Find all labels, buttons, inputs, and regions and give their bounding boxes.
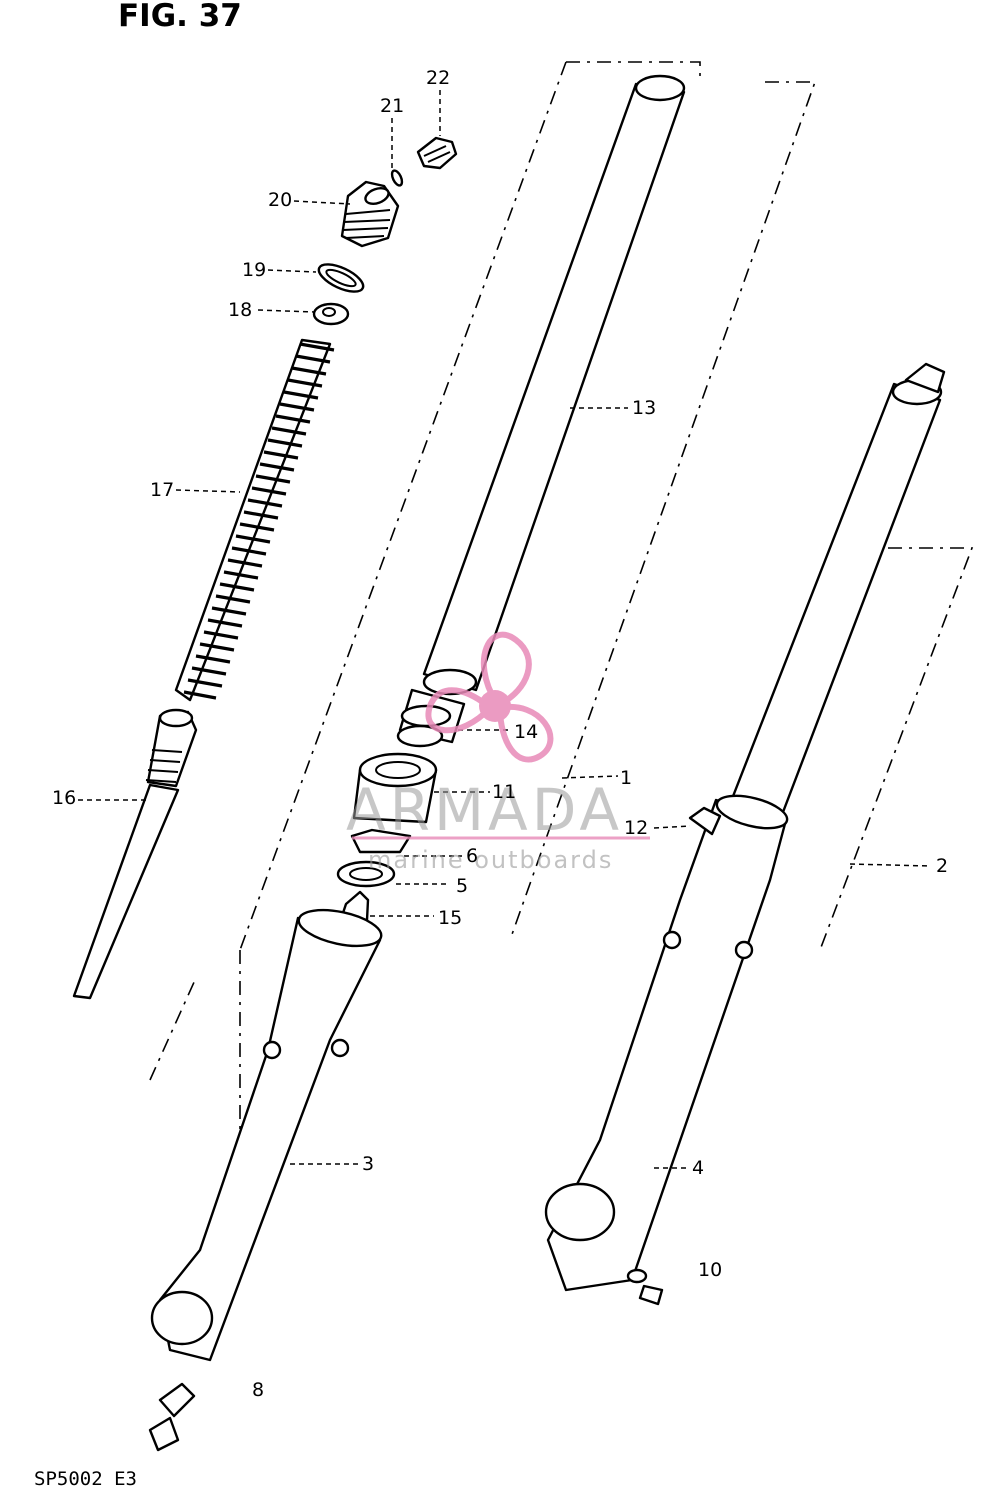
- callout-19: 19: [242, 259, 266, 281]
- inner-tube-13[interactable]: [422, 74, 686, 696]
- assembly-outlines: [149, 61, 974, 1140]
- damper-rod-16[interactable]: [72, 708, 198, 1000]
- washer-18[interactable]: [312, 302, 350, 326]
- outer-tube-4[interactable]: [544, 790, 790, 1292]
- dust-seal-11[interactable]: [352, 752, 438, 824]
- callout-3: 3: [362, 1153, 374, 1175]
- callout-16: 16: [52, 787, 76, 809]
- inner-tube-1[interactable]: [728, 362, 946, 822]
- bolt-8[interactable]: [148, 1382, 196, 1452]
- diagram-code: SP5002 E3: [34, 1468, 137, 1490]
- callout-22: 22: [426, 67, 450, 89]
- figure-title: FIG. 37: [118, 0, 242, 34]
- watermark: ARMADA marine outboards: [346, 631, 650, 874]
- o-ring-19[interactable]: [315, 259, 367, 297]
- clip-12[interactable]: [688, 806, 722, 836]
- circlip-6[interactable]: [350, 828, 412, 854]
- callout-8: 8: [252, 1379, 264, 1401]
- callout-13: 13: [632, 397, 656, 419]
- callout-4: 4: [692, 1157, 704, 1179]
- callout-2: 2: [936, 855, 948, 877]
- bushing-14[interactable]: [396, 688, 466, 748]
- bolt-10[interactable]: [626, 1268, 664, 1306]
- callout-21: 21: [380, 95, 404, 117]
- o-ring-21[interactable]: [390, 169, 404, 187]
- screw-22[interactable]: [416, 136, 458, 170]
- callout-20: 20: [268, 189, 292, 211]
- propeller-logo: [425, 631, 554, 763]
- callout-14: 14: [514, 721, 538, 743]
- callout-1: 1: [620, 767, 632, 789]
- callout-12: 12: [624, 817, 648, 839]
- cap-bolt-20[interactable]: [340, 180, 400, 248]
- callout-15: 15: [438, 907, 462, 929]
- callout-17: 17: [150, 479, 174, 501]
- spring-17[interactable]: [174, 338, 335, 702]
- callout-18: 18: [228, 299, 252, 321]
- callout-11: 11: [492, 781, 516, 803]
- callout-labels: 22 21 20 19 18 17 16 13 14 1 11 12 2 6 5…: [52, 67, 948, 1401]
- oil-seal-5[interactable]: [336, 860, 396, 888]
- watermark-tagline: marine outboards: [368, 846, 613, 874]
- watermark-brand: ARMADA: [346, 776, 623, 844]
- callout-10: 10: [698, 1259, 722, 1281]
- outer-tube-3[interactable]: [150, 904, 384, 1362]
- callout-6: 6: [466, 845, 478, 867]
- callout-5: 5: [456, 875, 468, 897]
